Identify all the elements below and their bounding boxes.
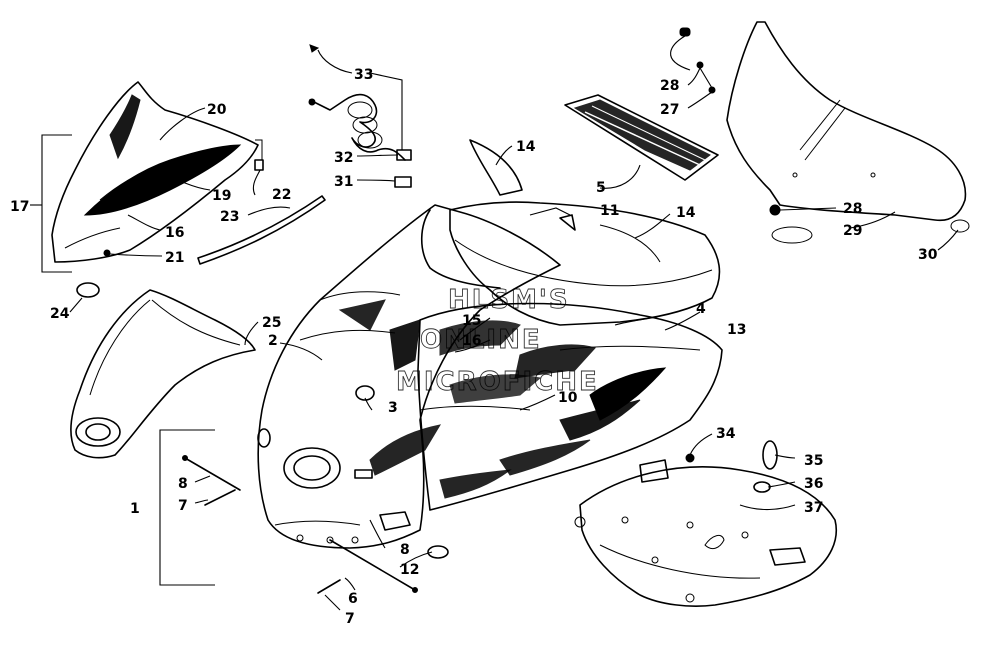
- callout-7a: 7: [178, 498, 188, 514]
- callout-33: 33: [354, 67, 373, 83]
- windshield-hardware: [670, 27, 970, 244]
- watermark-line-2: ONLINE: [420, 325, 542, 355]
- callout-10: 10: [558, 390, 578, 406]
- group-bracket: [30, 134, 215, 586]
- watermark: HLSM'S ONLINE MICROFICHE: [396, 285, 599, 398]
- watermark-line-3: MICROFICHE: [396, 367, 599, 397]
- air-duct-seal: [70, 289, 256, 459]
- decal: [469, 139, 523, 196]
- callout-3: 3: [388, 400, 398, 416]
- vent-grille: [564, 94, 719, 181]
- headlight-housing: [257, 428, 449, 559]
- callout-19: 19: [212, 188, 231, 204]
- callout-20: 20: [207, 102, 227, 118]
- belly-pan: [574, 459, 837, 607]
- callout-13: 13: [727, 322, 746, 338]
- callout-22: 22: [272, 187, 291, 203]
- callout-29: 29: [843, 223, 862, 239]
- callout-11: 11: [600, 203, 619, 219]
- callout-35: 35: [804, 453, 823, 469]
- leader-lines: [69, 49, 959, 611]
- callout-5: 5: [596, 180, 606, 196]
- callout-27: 27: [660, 102, 679, 118]
- callout-28a: 28: [660, 78, 679, 94]
- callout-24: 24: [50, 306, 70, 322]
- callout-21: 21: [165, 250, 184, 266]
- callout-31: 31: [334, 174, 353, 190]
- callout-36: 36: [804, 476, 823, 492]
- hinge-rod: [182, 455, 418, 593]
- callout-14a: 14: [516, 139, 536, 155]
- callout-labels: 20 17 19 22 23 16 21 24 25 2 33 32 31 14…: [10, 67, 938, 627]
- callout-14b: 14: [676, 205, 696, 221]
- callout-7b: 7: [345, 611, 355, 627]
- grommet: [76, 282, 100, 298]
- callout-8a: 8: [178, 476, 188, 492]
- air-duct-seal: [51, 81, 264, 263]
- watermark-line-1: HLSM'S: [448, 285, 570, 315]
- callout-32: 32: [334, 150, 353, 166]
- callout-34: 34: [716, 426, 736, 442]
- callout-37: 37: [804, 500, 823, 516]
- callout-16b: 16: [462, 333, 481, 349]
- callout-15: 15: [462, 313, 481, 329]
- retaining-pin: [204, 489, 341, 594]
- callout-12: 12: [400, 562, 419, 578]
- hood-spring: [308, 44, 412, 188]
- hood: [257, 204, 596, 549]
- callout-4: 4: [696, 301, 706, 317]
- windshield: [726, 21, 967, 222]
- callout-6: 6: [348, 591, 358, 607]
- callout-25: 25: [262, 315, 281, 331]
- console: [449, 201, 721, 326]
- callout-2: 2: [268, 333, 278, 349]
- trim-strip: [197, 195, 326, 265]
- callout-17: 17: [10, 199, 29, 215]
- callout-23: 23: [220, 209, 239, 225]
- callout-30: 30: [918, 247, 938, 263]
- side-panel: [417, 302, 723, 511]
- callout-16: 16: [165, 225, 184, 241]
- callout-8b: 8: [400, 542, 410, 558]
- callout-28b: 28: [843, 201, 862, 217]
- callout-1: 1: [130, 501, 140, 517]
